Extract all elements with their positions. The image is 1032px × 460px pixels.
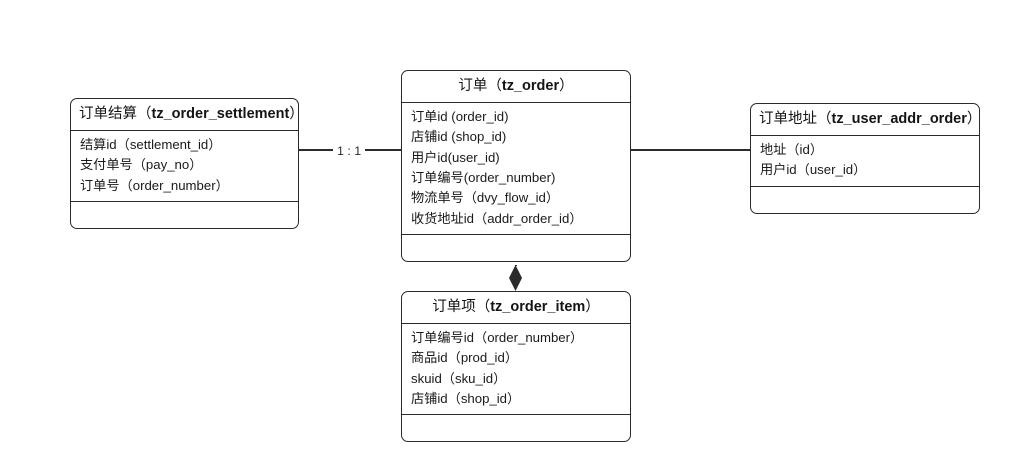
paren-close: ） [559,78,574,94]
paren-close: ） [966,111,980,127]
entity-title-order-settlement: 订单结算（tz_order_settlement） [71,99,298,132]
entity-title-user-addr-order: 订单地址（tz_user_addr_order） [751,104,980,137]
entity-box-order[interactable]: 订单（tz_order） 订单id (order_id) 店铺id (shop_… [401,70,631,263]
entity-field: skuid（sku_id） [411,370,507,386]
entity-field-list-order-settlement: 结算id（settlement_id） 支付单号（pay_no） 订单号（ord… [71,131,298,203]
entity-table-name: tz_user_addr_order [831,111,967,127]
entity-field: 用户id(user_id) [411,149,500,165]
paren-close: ） [289,106,298,122]
filled-diamond-arrow-icon [509,265,522,291]
entity-field: 支付单号（pay_no） [80,157,203,173]
entity-table-name: tz_order_settlement [151,106,290,122]
entity-field-list-order: 订单id (order_id) 店铺id (shop_id) 用户id(user… [402,103,630,236]
entity-field: 用户id（user_id） [760,162,867,178]
paren-open: （ [487,78,502,94]
entity-title-cn: 订单地址 [759,111,817,127]
entity-field: 收货地址id（addr_order_id） [411,210,583,226]
entity-title-cn: 订单结算 [79,106,137,122]
entity-field: 商品id（prod_id） [411,350,519,366]
entity-field: 订单号（order_number） [80,177,229,193]
entity-field: 店铺id (shop_id) [411,129,507,145]
relationship-label-settlement-order: 1 : 1 [333,143,366,160]
connector-order-to-address[interactable] [631,149,750,151]
entity-field: 物流单号（dvy_flow_id） [411,190,560,206]
entity-title-order-item: 订单项（tz_order_item） [402,292,630,325]
entity-field-list-order-item: 订单编号id（order_number） 商品id（prod_id） skuid… [402,324,630,416]
entity-field: 订单编号(order_number) [411,170,556,186]
entity-footer-section [751,187,979,213]
entity-footer-section [402,415,630,441]
paren-open: （ [137,106,152,122]
entity-table-name: tz_order_item [490,299,586,315]
entity-title-cn: 订单 [458,78,488,94]
entity-box-order-item[interactable]: 订单项（tz_order_item） 订单编号id（order_number） … [401,291,631,443]
entity-footer-section [71,202,298,228]
entity-footer-section [402,235,630,261]
paren-open: （ [475,299,491,315]
entity-field-list-user-addr-order: 地址（id） 用户id（user_id） [751,136,979,187]
entity-field: 结算id（settlement_id） [80,137,222,153]
entity-box-user-addr-order[interactable]: 订单地址（tz_user_addr_order） 地址（id） 用户id（use… [750,103,980,214]
entity-box-order-settlement[interactable]: 订单结算（tz_order_settlement） 结算id（settlemen… [70,98,299,230]
entity-field: 店铺id（shop_id） [411,391,521,407]
entity-field: 地址（id） [760,142,824,158]
entity-table-name: tz_order [501,78,560,94]
paren-close: ） [585,299,600,315]
entity-field: 订单id (order_id) [411,109,509,125]
paren-open: （ [817,111,832,127]
entity-field: 订单编号id（order_number） [411,330,584,346]
entity-title-order: 订单（tz_order） [402,71,630,104]
entity-title-cn: 订单项 [432,299,476,315]
